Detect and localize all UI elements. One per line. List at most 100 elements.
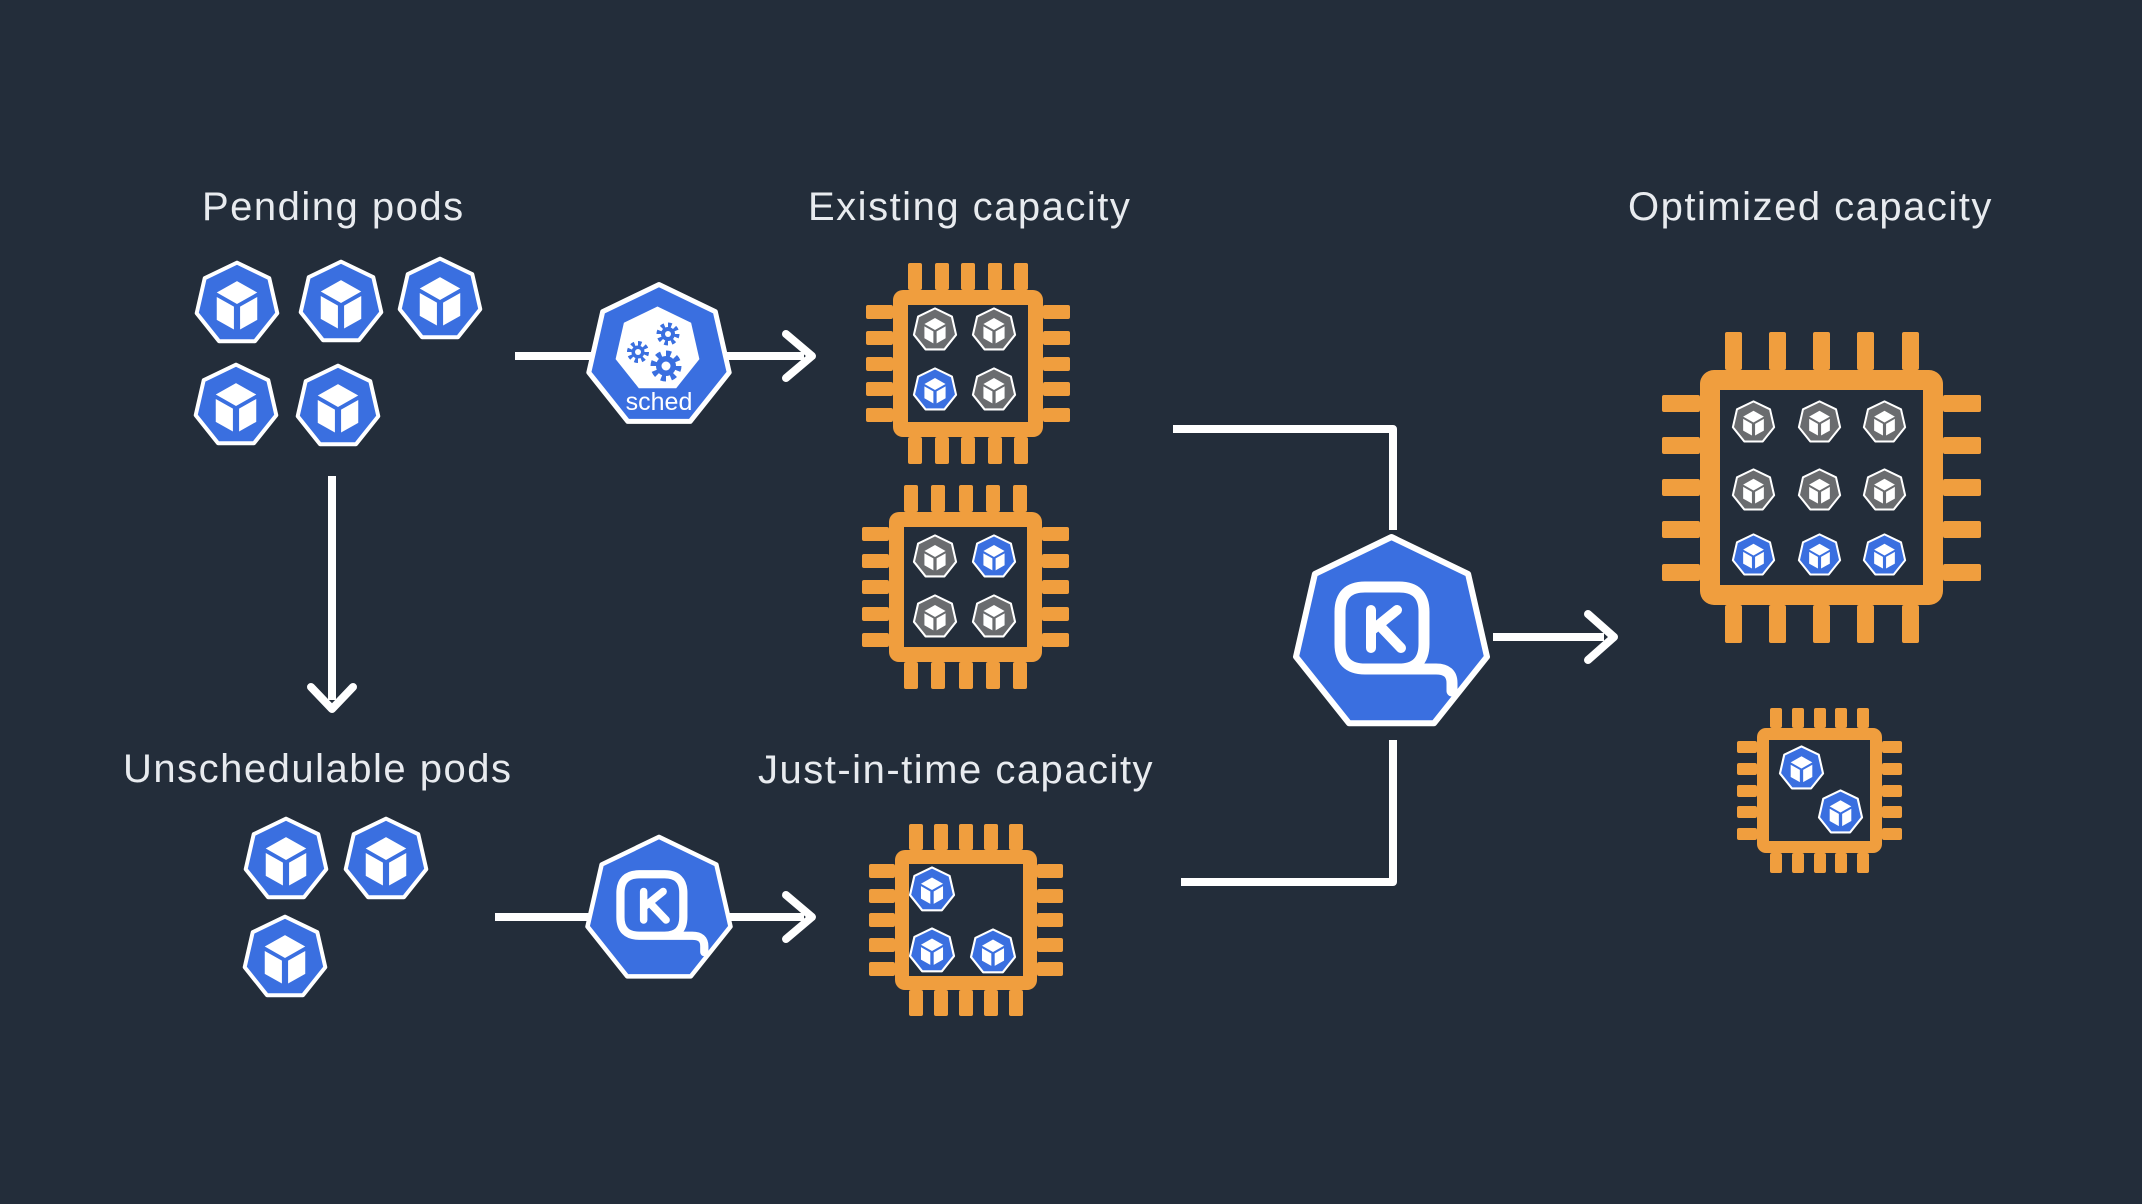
chip-pin — [1857, 605, 1875, 643]
chip-pin — [1042, 580, 1069, 594]
existing-capacity-node-1 — [866, 263, 1070, 464]
chip-pin — [1791, 708, 1804, 728]
chip-pin — [909, 824, 923, 850]
pod-icon — [1797, 532, 1842, 578]
chip-pin — [934, 824, 948, 850]
pod-icon — [969, 928, 1017, 976]
pod-icon — [241, 914, 329, 1002]
chip-pin — [987, 263, 1002, 290]
chip-pin — [904, 485, 918, 512]
pod-icon — [192, 362, 280, 450]
chip-pin — [984, 990, 998, 1016]
chip-pin — [931, 485, 946, 512]
pod-icon — [1862, 467, 1907, 513]
chip-pin — [1737, 741, 1757, 753]
chip-pin — [1724, 605, 1742, 643]
chip-pin — [985, 485, 1000, 512]
pod-icon — [908, 927, 956, 975]
chip-pin — [1813, 853, 1826, 873]
line-jit-to-karpenter — [1181, 740, 1397, 886]
chip-body — [893, 290, 1043, 437]
chip-pin — [1943, 521, 1981, 539]
chip-pin — [862, 553, 889, 568]
chip-body — [895, 850, 1037, 990]
chip-pin — [1943, 479, 1981, 496]
chip-pin — [1014, 437, 1028, 464]
chip-pin — [1737, 806, 1757, 819]
pod-icon — [342, 816, 430, 904]
chip-pin — [1043, 408, 1070, 422]
jit-capacity-node — [869, 824, 1063, 1016]
chip-pin — [862, 580, 889, 594]
chip-pin — [1882, 762, 1902, 775]
pod-icon — [908, 866, 956, 914]
chip-pin — [1037, 864, 1063, 878]
chip-pin — [908, 437, 922, 464]
chip-pin — [959, 824, 973, 850]
chip-pin — [958, 485, 973, 512]
chip-pin — [1013, 485, 1027, 512]
chip-pin — [934, 437, 949, 464]
line-existing-to-karpenter — [1173, 425, 1397, 530]
chip-pin — [1791, 853, 1804, 873]
chip-pin — [1662, 521, 1700, 539]
chip-pin — [934, 990, 948, 1016]
pod-icon — [1797, 399, 1842, 445]
chip-pin — [1014, 263, 1028, 290]
chip-pin — [1882, 806, 1902, 819]
chip-pin — [1662, 479, 1700, 496]
chip-pin — [1043, 382, 1070, 397]
chip-body — [889, 512, 1042, 662]
chip-pin — [1013, 662, 1027, 689]
chip-pin — [1770, 853, 1782, 873]
chip-pin — [1943, 563, 1981, 581]
chip-pin — [985, 662, 1000, 689]
chip-pin — [1768, 332, 1786, 370]
karpenter-icon-small — [583, 833, 735, 983]
gear-icon — [627, 341, 649, 363]
chip-pin — [866, 356, 893, 371]
chip-pin — [1901, 605, 1919, 643]
pod-icon — [242, 816, 330, 904]
chip-pin — [958, 662, 973, 689]
chip-pin — [1042, 606, 1069, 621]
arrowhead-pending-to-unschedulable — [307, 683, 357, 713]
chip-pin — [1813, 708, 1826, 728]
chip-pin — [1737, 828, 1757, 840]
chip-pin — [1882, 741, 1902, 753]
pod-icon — [1817, 788, 1864, 836]
chip-pin — [1042, 633, 1069, 647]
chip-pin — [862, 527, 889, 541]
chip-pin — [1768, 605, 1786, 643]
chip-pin — [1043, 330, 1070, 345]
chip-pin — [1662, 436, 1700, 454]
pod-icon — [1778, 744, 1825, 792]
chip-pin — [987, 437, 1002, 464]
chip-pin — [1882, 784, 1902, 797]
chip-pin — [1009, 824, 1023, 850]
pod-icon — [971, 367, 1017, 413]
chip-pin — [869, 864, 895, 878]
optimized-capacity-node-small — [1737, 708, 1902, 873]
chip-pin — [1037, 888, 1063, 903]
pod-icon — [1862, 399, 1907, 445]
pod-icon — [912, 594, 958, 640]
chip-pin — [1813, 605, 1830, 643]
karpenter-icon-large — [1290, 532, 1493, 732]
optimized-capacity-node-large — [1662, 332, 1981, 643]
pod-icon — [912, 307, 958, 353]
chip-pin — [1043, 305, 1070, 319]
chip-pin — [961, 437, 975, 464]
chip-pin — [866, 408, 893, 422]
pod-icon — [1862, 532, 1907, 578]
chip-pin — [1043, 356, 1070, 371]
optimized-capacity-label: Optimized capacity — [1628, 185, 1993, 229]
existing-capacity-node-2 — [862, 485, 1069, 689]
chip-body — [1757, 728, 1882, 853]
pod-icon — [1731, 467, 1776, 513]
pod-icon — [193, 260, 281, 348]
chip-pin — [904, 662, 918, 689]
chip-pin — [1662, 394, 1700, 412]
chip-pin — [866, 305, 893, 319]
